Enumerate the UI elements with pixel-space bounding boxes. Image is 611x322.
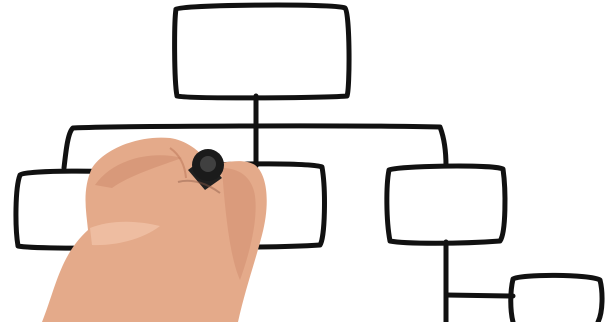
marker-cap-highlight [200, 156, 216, 172]
connector-grandchild [446, 295, 513, 296]
